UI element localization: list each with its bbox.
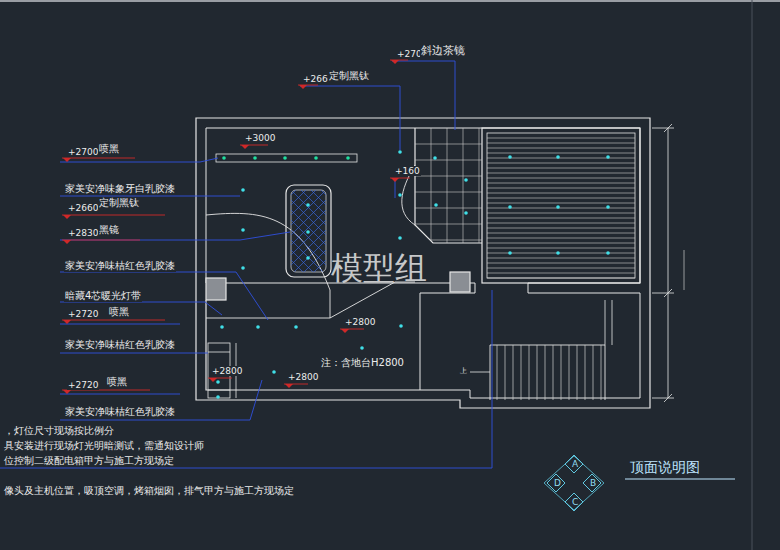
plan-label: 喷黑 [98,143,120,155]
plan-label: 暗藏4芯暖光灯带 [64,290,142,302]
plan-label: 注：含地台H2800 [320,357,405,369]
plan-label: +2660 [67,203,99,213]
plan-label: 上 [459,367,468,375]
plan-label: 定制黑钛 [328,70,370,82]
plan-label: 黑镜 [98,224,120,236]
plan-label: +2720 [67,380,99,390]
plan-label: 像头及主机位置，吸顶空调，烤箱烟囱，排气甲方与施工方现场定 [3,485,295,497]
compass-letter: A [571,459,579,469]
plan-label: 定制黑钛 [98,197,140,209]
plan-label: 斜边茶镜 [420,45,466,58]
compass-letter: D [553,478,562,488]
plan-label: +3000 [244,133,276,143]
plan-label: +2800 [287,372,319,382]
drawing-title: 顶面说明图 [630,459,700,477]
watermark: 模型组 [330,250,428,287]
plan-label: 家美安净味桔红色乳胶漆 [64,339,176,351]
plan-label: 喷黑 [108,306,130,318]
plan-label: +160 [394,166,421,176]
plan-label: 具安装进行现场灯光明暗测试，需通知设计师 [3,440,205,452]
compass-letter: B [589,478,597,488]
plan-label: +2800 [344,317,376,327]
plan-label: 家美安净味象牙白乳胶漆 [64,183,176,195]
plan-label: 家美安净味桔红色乳胶漆 [64,260,176,272]
plan-label: 位控制二级配电箱甲方与施工方现场定 [3,455,175,467]
compass-letter: C [571,497,579,507]
plan-label: ，灯位尺寸现场按比例分 [3,425,115,437]
plan-label: 家美安净味桔红色乳胶漆 [64,406,176,418]
plan-label: +2800 [211,366,243,376]
plan-label: 喷黑 [106,376,128,388]
plan-label: +2720 [67,309,99,319]
plan-label: +2830 [67,228,99,238]
plan-label: +2700 [67,147,99,157]
